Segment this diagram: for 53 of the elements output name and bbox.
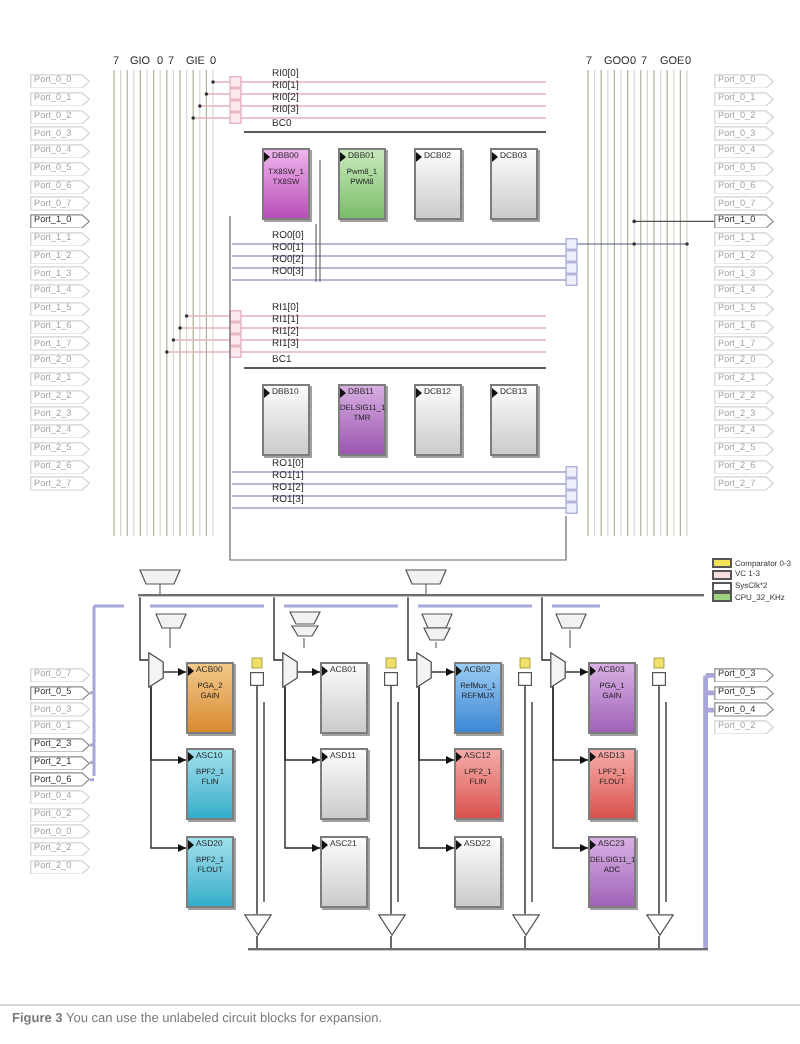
connector-line — [541, 596, 551, 661]
connector-line — [524, 935, 526, 950]
multiplexer-symbol — [550, 652, 566, 688]
multiplexer-symbol — [416, 652, 432, 688]
digital-block — [490, 384, 538, 456]
connector-line — [703, 673, 717, 952]
arrow — [431, 668, 455, 676]
arrow — [150, 685, 187, 852]
connector-line — [407, 596, 417, 661]
latch-box — [652, 672, 666, 686]
arrow — [552, 685, 589, 852]
digital-block — [338, 384, 386, 456]
connector-line — [524, 685, 526, 915]
analog-block — [588, 836, 636, 908]
buffer-triangle — [645, 914, 673, 936]
analog-block — [454, 662, 502, 734]
analog-block — [186, 662, 234, 734]
connector-line — [390, 935, 392, 950]
digital-block — [262, 384, 310, 456]
analog-block — [454, 748, 502, 820]
buffer-triangle — [243, 914, 271, 936]
connector-line — [139, 596, 149, 661]
analog-block — [186, 836, 234, 908]
digital-block — [414, 148, 462, 220]
connector-line — [256, 685, 258, 915]
analog-block — [320, 748, 368, 820]
arrow — [284, 685, 321, 852]
arrow — [163, 668, 187, 676]
latch-box — [384, 672, 398, 686]
analog-block — [186, 748, 234, 820]
arrow — [297, 668, 321, 676]
connector-line — [273, 596, 283, 661]
digital-block — [262, 148, 310, 220]
connector-line — [256, 935, 258, 950]
buffer-triangle — [511, 914, 539, 936]
latch-box — [250, 672, 264, 686]
buffer-triangle — [377, 914, 405, 936]
digital-block — [338, 148, 386, 220]
digital-block — [490, 148, 538, 220]
analog-block — [320, 836, 368, 908]
multiplexer-symbol — [148, 652, 164, 688]
latch-box — [518, 672, 532, 686]
connector-line — [658, 685, 660, 915]
analog-block — [454, 836, 502, 908]
analog-block — [588, 748, 636, 820]
digital-block — [414, 384, 462, 456]
multiplexer-symbol — [282, 652, 298, 688]
arrow — [418, 685, 455, 852]
arrow — [565, 668, 589, 676]
connector-line — [390, 685, 392, 915]
connector-line — [658, 935, 660, 950]
analog-block — [588, 662, 636, 734]
analog-block — [320, 662, 368, 734]
